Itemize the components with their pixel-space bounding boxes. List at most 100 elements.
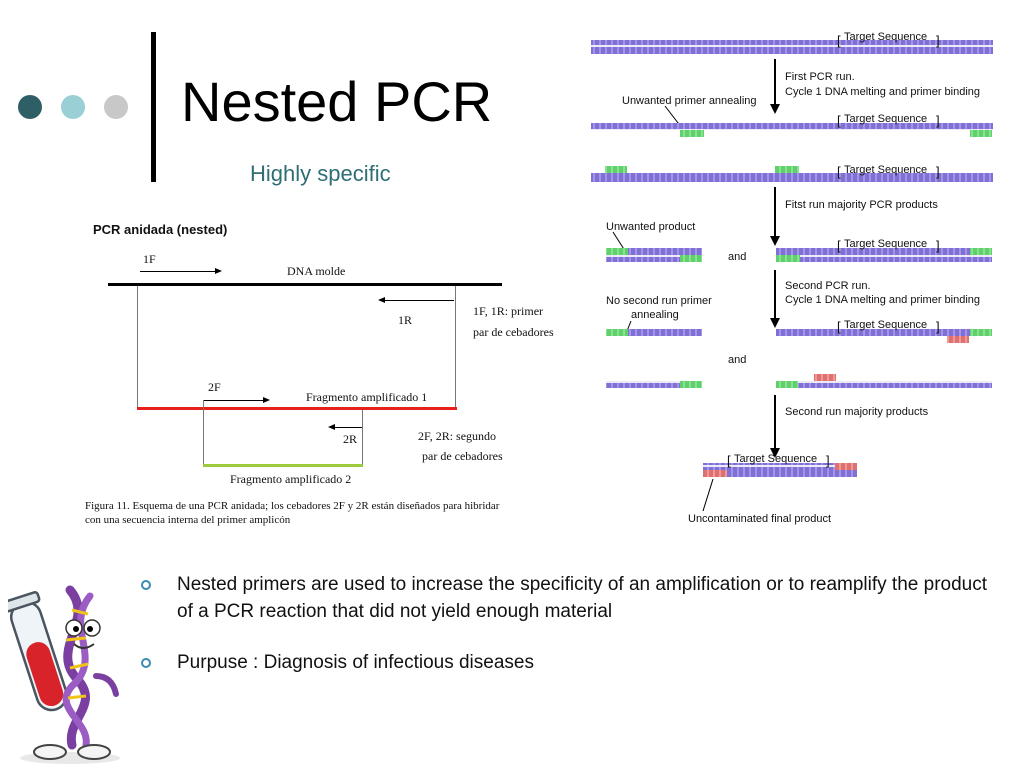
second-run-line2: Cycle 1 DNA melting and primer binding — [785, 294, 980, 306]
second-run-primer-green-2 — [776, 381, 798, 388]
bullet-marker — [141, 580, 151, 590]
second-run-primer-green — [970, 329, 992, 336]
fragment-1-left-guide — [137, 286, 138, 408]
primer-1r-arrow — [384, 300, 454, 301]
second-run-target-strand-2 — [776, 381, 992, 388]
nested-pcr-process-diagram: [ Target Sequence ] First PCR run. Cycle… — [591, 31, 993, 525]
dna-strand-melted — [591, 123, 993, 130]
target-product-strand — [776, 248, 992, 262]
bracket-right-5: ] — [936, 319, 940, 334]
primer-1f-label: 1F — [143, 252, 156, 266]
target-sequence-label-3: Target Sequence — [844, 164, 927, 176]
dna-strand-extended — [591, 173, 993, 182]
left-diagram-heading: PCR anidada (nested) — [93, 222, 228, 237]
target-sequence-label-5: Target Sequence — [844, 319, 927, 331]
second-run-target-strand — [776, 329, 992, 336]
unwanted-product-primer-b — [680, 255, 702, 262]
dna-mascot-with-test-tube-icon — [8, 585, 120, 764]
dna-strand-initial — [591, 40, 993, 54]
figure-caption-line2: con una secuencia interna del primer amp… — [85, 514, 291, 526]
target-product-primer-a — [776, 255, 800, 262]
primer-1f-arrow — [140, 271, 218, 272]
no-annealing-line1: No second run primer — [606, 295, 712, 307]
bracket-right: ] — [936, 33, 940, 48]
primer-pair-1-line2: par de cebadores — [473, 325, 554, 339]
bullet-marker — [141, 658, 151, 668]
fragment-2-right-guide — [362, 410, 363, 464]
decor-dot-grey — [104, 95, 128, 119]
primer-pair-2-line2: par de cebadores — [422, 449, 503, 463]
fragment-1-line — [137, 407, 457, 410]
and-label-1: and — [728, 251, 746, 263]
final-product-strand — [703, 463, 857, 477]
bracket-right-3: ] — [936, 164, 940, 179]
final-product-label: Uncontaminated final product — [688, 513, 831, 525]
and-label-2: and — [728, 354, 746, 366]
second-run-primer-red-2 — [814, 374, 836, 381]
bracket-right-6: ] — [826, 453, 830, 468]
final-product-primer-b — [835, 463, 857, 470]
dna-template-line — [108, 283, 502, 286]
target-product-primer-b — [970, 248, 992, 255]
final-product-pointer — [702, 478, 714, 512]
second-run-unwanted-primer — [606, 329, 628, 336]
bullet-text-1: Nested primers are used to increase the … — [177, 574, 987, 622]
bracket-left-4: [ — [837, 238, 841, 253]
decor-dot-dark — [18, 95, 42, 119]
figure-caption-line1: Figura 11. Esquema de una PCR anidada; l… — [85, 500, 500, 512]
bracket-left-6: [ — [727, 453, 731, 468]
primer-forward-b — [775, 166, 799, 173]
bullet-text-2: Purpuse : Diagnosis of infectious diseas… — [177, 652, 534, 673]
unextended-primer — [680, 381, 702, 388]
fragment-1-label: Fragmento amplificado 1 — [306, 390, 428, 404]
primer-1f-arrowhead — [215, 268, 222, 274]
target-sequence-label-4: Target Sequence — [844, 238, 927, 250]
fragment-2-label: Fragmento amplificado 2 — [230, 472, 352, 486]
decor-dot-light — [61, 95, 85, 119]
bracket-left-5: [ — [837, 319, 841, 334]
bullet-list: Nested primers are used to increase the … — [140, 571, 1000, 676]
first-run-products-label: Fitst run majority PCR products — [785, 199, 938, 211]
primer-1r-label: 1R — [398, 313, 413, 327]
primer-2r-arrow — [334, 427, 362, 428]
unwanted-annealing-label: Unwanted primer annealing — [622, 95, 757, 107]
target-sequence-label-2: Target Sequence — [844, 113, 927, 125]
bracket-right-4: ] — [936, 238, 940, 253]
unwanted-product-label: Unwanted product — [606, 221, 695, 233]
target-sequence-label-6: Target Sequence — [734, 453, 817, 465]
primer-pair-1-line1: 1F, 1R: primer — [473, 304, 544, 318]
dna-template-label: DNA molde — [287, 264, 346, 278]
fragment-1-right-guide — [455, 286, 456, 408]
bracket-left-2: [ — [837, 113, 841, 128]
bracket-left-3: [ — [837, 164, 841, 179]
final-product-primer-a — [703, 470, 727, 477]
bullet-item-1: Nested primers are used to increase the … — [140, 571, 1000, 625]
primer-misannealed — [680, 130, 704, 137]
primer-1r-arrowhead — [378, 297, 385, 303]
title-divider — [151, 32, 156, 182]
second-run-products-label: Second run majority products — [785, 406, 929, 418]
bracket-left: [ — [837, 33, 841, 48]
second-run-line1: Second PCR run. — [785, 280, 871, 292]
unwanted-product-primer-a — [606, 248, 628, 255]
no-annealing-line2: annealing — [631, 309, 679, 321]
slide-subtitle: Highly specific — [250, 161, 391, 186]
fragment-2-line — [203, 464, 363, 467]
primer-2f-arrow — [204, 400, 266, 401]
primer-2r-arrowhead — [328, 424, 335, 430]
second-run-unwanted-strand — [606, 329, 702, 336]
first-run-line2: Cycle 1 DNA melting and primer binding — [785, 86, 980, 98]
first-run-line1: First PCR run. — [785, 71, 855, 83]
primer-forward-a — [605, 166, 627, 173]
primer-reverse-1 — [970, 130, 992, 137]
target-sequence-label-1: Target Sequence — [844, 31, 927, 43]
second-run-primer-red — [947, 336, 969, 343]
primer-pair-2-line1: 2F, 2R: segundo — [418, 429, 497, 443]
primer-2r-label: 2R — [343, 432, 358, 446]
primer-2f-label: 2F — [208, 380, 221, 394]
bullet-item-2: Purpuse : Diagnosis of infectious diseas… — [140, 649, 1000, 676]
slide-title: Nested PCR — [181, 70, 493, 133]
bracket-right-2: ] — [936, 113, 940, 128]
unwanted-product-strand — [606, 248, 702, 262]
unextended-strand — [606, 381, 702, 388]
